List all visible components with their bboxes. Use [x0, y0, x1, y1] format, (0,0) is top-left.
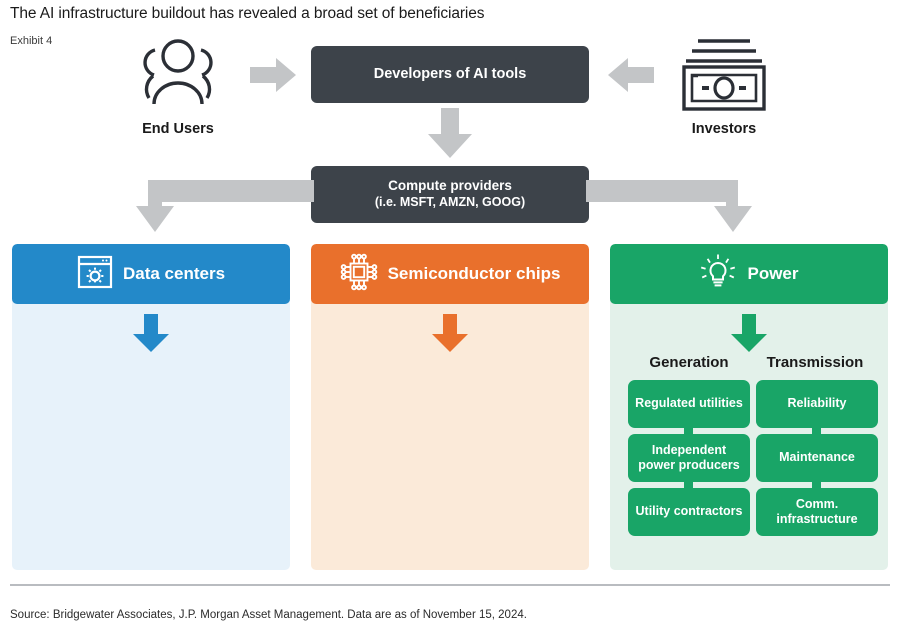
panel-power: Power Generation Transmission Regulated … [610, 244, 888, 570]
connector-stub [684, 480, 693, 492]
arrow-down-icon [428, 108, 472, 158]
arrow-down-icon [432, 314, 468, 352]
panel-header-data-centers[interactable]: Data centers [12, 244, 290, 304]
panel-semiconductor-chips: Semiconductor chips Design of less advan… [311, 244, 589, 570]
microchip-icon [340, 253, 378, 296]
investors-actor: Investors [663, 36, 785, 137]
investors-label: Investors [691, 121, 757, 137]
source-note: Source: Bridgewater Associates, J.P. Mor… [10, 609, 527, 621]
panel-title-power: Power [747, 264, 799, 283]
node-box[interactable]: Maintenance [756, 434, 878, 482]
panel-header-power[interactable]: Power [610, 244, 888, 304]
elbow-arrow-left-down-icon [128, 180, 314, 240]
subheader-transmission: Transmission [766, 354, 864, 371]
end-users-label: End Users [142, 121, 214, 137]
arrow-down-icon [133, 314, 169, 352]
page-title: The AI infrastructure buildout has revea… [10, 5, 485, 22]
lightbulb-icon [699, 253, 737, 296]
panel-title-data-centers: Data centers [122, 264, 226, 283]
users-group-icon [124, 39, 232, 118]
connector-stub [812, 480, 821, 492]
node-box[interactable]: Regulated utilities [628, 380, 750, 428]
end-users-actor: End Users [118, 36, 238, 137]
arrow-down-icon [731, 314, 767, 352]
compute-providers-box[interactable]: Compute providers (i.e. MSFT, AMZN, GOOG… [311, 166, 589, 223]
panel-header-semiconductor-chips[interactable]: Semiconductor chips [311, 244, 589, 304]
footer-divider [10, 584, 890, 586]
node-box[interactable]: Independent power producers [628, 434, 750, 482]
data-center-gear-window-icon [77, 255, 113, 294]
developers-of-ai-tools-box[interactable]: Developers of AI tools [311, 46, 589, 103]
exhibit-label: Exhibit 4 [10, 35, 53, 47]
node-box[interactable]: Comm. infrastructure [756, 488, 878, 536]
node-box[interactable]: Reliability [756, 380, 878, 428]
compute-box-sublabel: (i.e. MSFT, AMZN, GOOG) [374, 195, 526, 210]
panel-data-centers: Data centers Construction and real estat… [12, 244, 290, 570]
panel-title-semiconductor-chips: Semiconductor chips [387, 264, 561, 283]
compute-box-label: Compute providers [388, 178, 512, 194]
subheader-generation: Generation [649, 354, 729, 371]
banknote-icon [676, 39, 772, 118]
connector-stub [684, 426, 693, 438]
developers-box-label: Developers of AI tools [373, 66, 527, 83]
arrow-right-icon [250, 58, 296, 92]
arrow-left-icon [608, 58, 654, 92]
elbow-arrow-right-down-icon [586, 180, 772, 240]
connector-stub [812, 426, 821, 438]
node-box[interactable]: Utility contractors [628, 488, 750, 536]
